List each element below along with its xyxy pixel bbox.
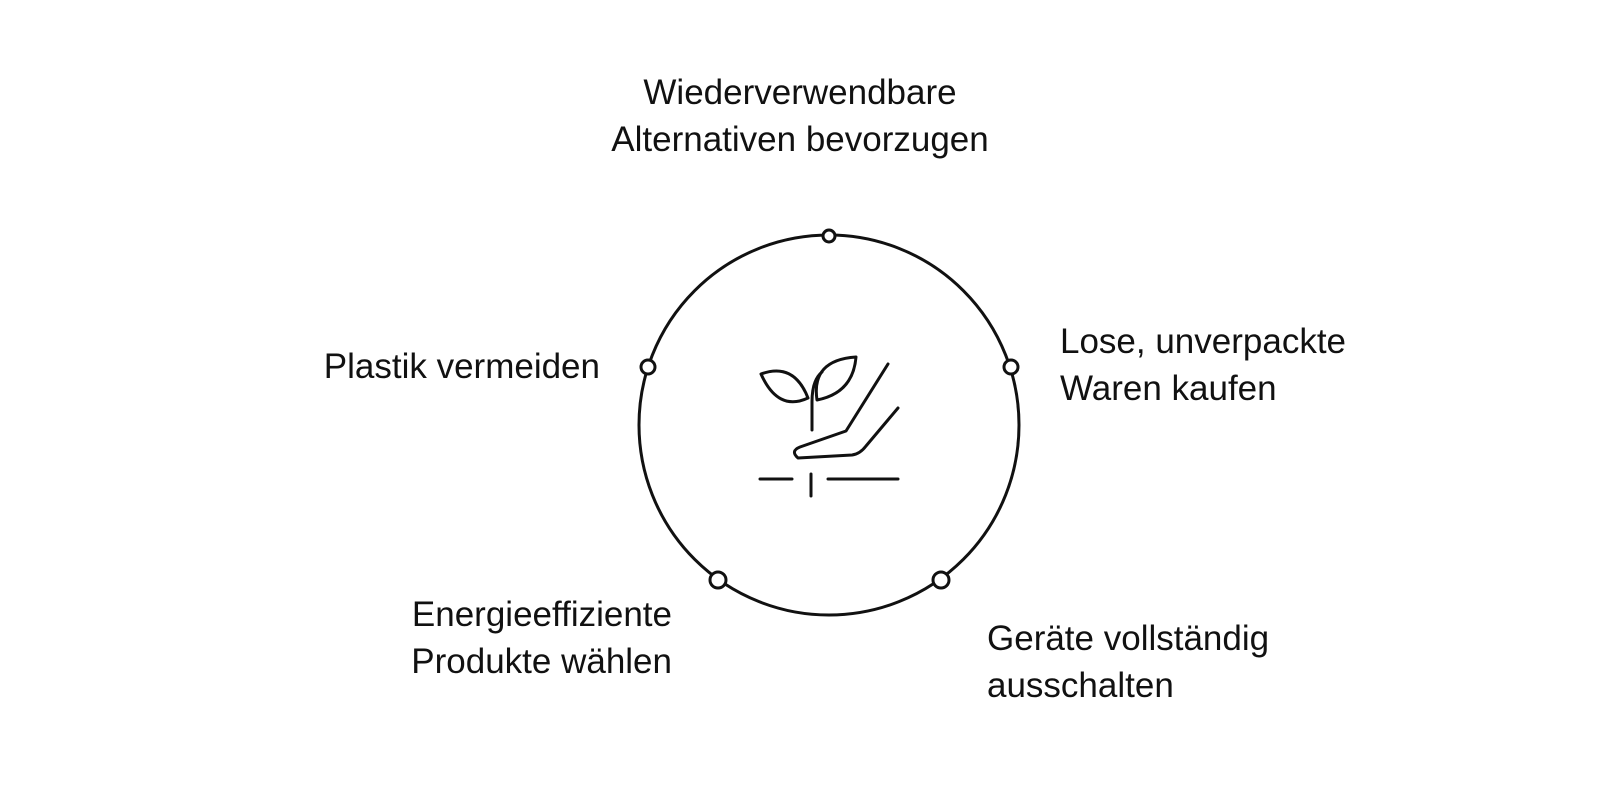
node-marker-top [821, 228, 837, 244]
label-line: Waren kaufen [1060, 369, 1277, 408]
label-line: Geräte vollständig [987, 619, 1270, 658]
label-line: Wiederverwendbare [643, 73, 957, 112]
plant-sprout-in-hand-icon [758, 355, 900, 498]
label-line: Plastik vermeiden [323, 347, 600, 386]
label-line: Lose, unverpackte [1060, 322, 1347, 361]
label-avoid-plastic: Plastik vermeiden [160, 343, 600, 390]
node-marker-bottom-right [931, 570, 951, 590]
node-marker-bottom-left [708, 570, 728, 590]
node-marker-left [639, 358, 657, 376]
label-line: ausschalten [987, 666, 1174, 705]
label-line: Produkte wählen [411, 642, 672, 681]
label-line: Energieeffiziente [411, 595, 672, 634]
node-marker-right [1002, 358, 1020, 376]
cycle-ring [637, 233, 1021, 617]
label-line: Alternativen bevorzugen [611, 120, 989, 159]
label-bulk-unpackaged-goods: Lose, unverpackte Waren kaufen [1060, 318, 1346, 412]
label-switch-off-devices: Geräte vollständig ausschalten [987, 615, 1269, 709]
label-reusable-alternatives: Wiederverwendbare Alternativen bevorzuge… [540, 69, 1060, 163]
label-energy-efficient-products: Energieeffiziente Produkte wählen [260, 591, 672, 685]
